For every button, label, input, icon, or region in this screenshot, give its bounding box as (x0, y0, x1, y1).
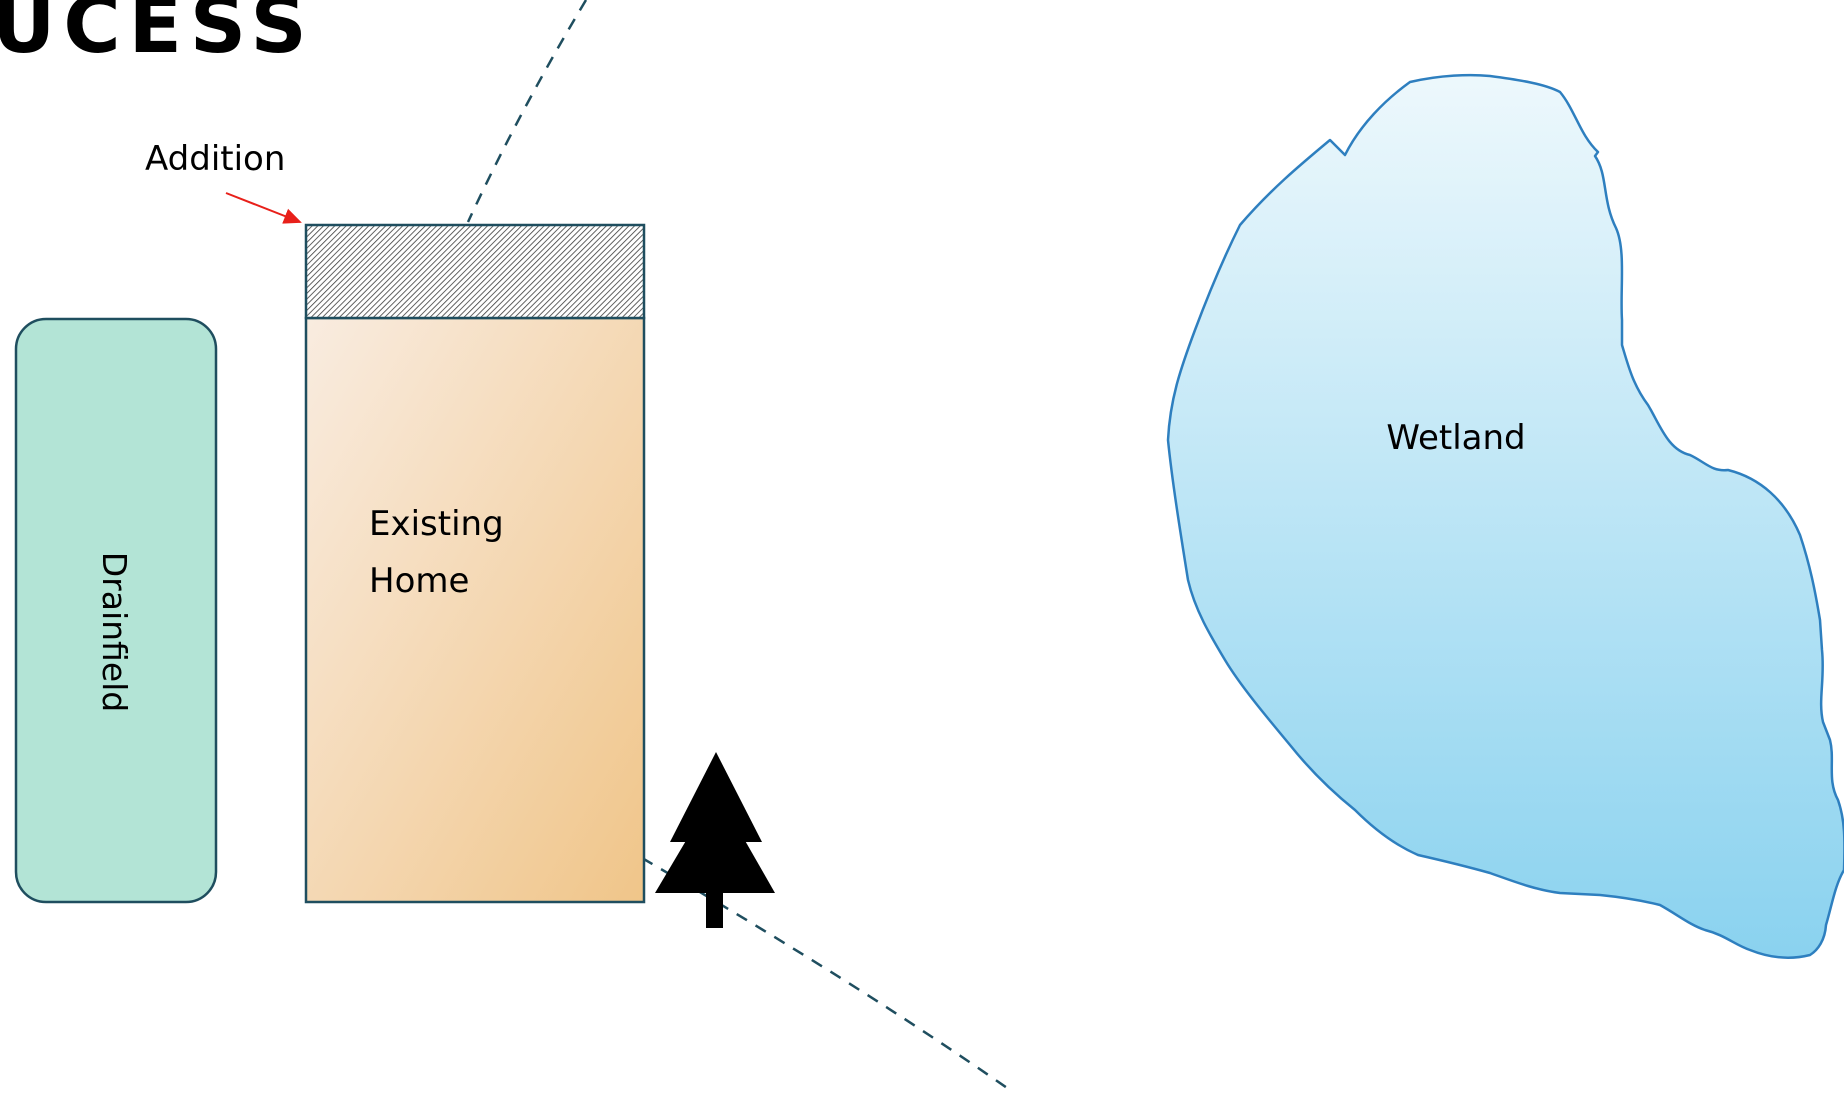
existing-home-shape (304, 316, 646, 904)
addition-label: Addition (145, 139, 285, 179)
existing-home-label-line2: Home (369, 561, 469, 601)
drainfield-shape (14, 317, 218, 904)
existing-home-label-line1: Existing (369, 504, 504, 544)
wetland-label: Wetland (1386, 418, 1525, 458)
buffer-line-upper (466, 0, 588, 223)
addition-arrow (225, 192, 302, 224)
slide-title: UCESS (0, 0, 315, 71)
addition-shape (304, 223, 646, 320)
drainfield-label: Drainfield (95, 552, 134, 713)
wetland-shape (1166, 73, 1844, 959)
pine-tree-icon (655, 752, 775, 928)
